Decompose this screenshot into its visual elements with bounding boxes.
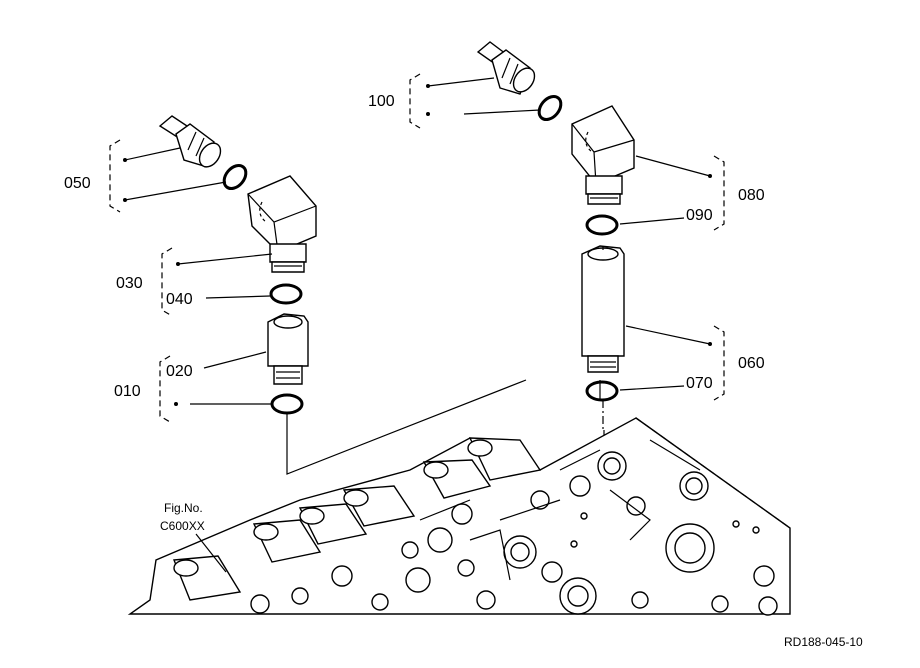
fig-label: Fig.No.	[164, 501, 203, 515]
callout-070: 070	[686, 375, 713, 392]
drawing-reference: RD188-045-10	[784, 635, 863, 649]
sensor-left	[158, 115, 222, 168]
sensor-right	[476, 41, 536, 95]
fig-code: C600XX	[160, 519, 205, 533]
callout-060: 060	[738, 355, 765, 372]
o-ring-100	[537, 94, 563, 122]
bracket-100	[409, 73, 421, 129]
callout-010: 010	[114, 383, 141, 400]
elbow-right	[571, 105, 635, 205]
bracket-010	[159, 355, 171, 423]
bracket-060	[713, 325, 725, 401]
callout-090: 090	[686, 207, 713, 224]
bracket-030	[161, 247, 173, 317]
callout-020: 020	[166, 363, 193, 380]
bracket-050	[109, 139, 121, 213]
o-ring-040	[269, 283, 303, 305]
bracket-080	[713, 155, 725, 231]
callout-050: 050	[64, 175, 91, 192]
callout-100: 100	[368, 93, 395, 110]
callout-030: 030	[116, 275, 143, 292]
o-ring-090	[585, 214, 619, 236]
control-valve-body	[127, 417, 791, 616]
callout-080: 080	[738, 187, 765, 204]
o-ring-070	[585, 380, 619, 402]
callout-040: 040	[166, 291, 193, 308]
elbow-left	[247, 175, 317, 273]
o-ring-050	[222, 163, 248, 191]
extension-060	[581, 245, 625, 373]
o-ring-010	[270, 393, 304, 415]
adapter-020	[267, 313, 309, 385]
